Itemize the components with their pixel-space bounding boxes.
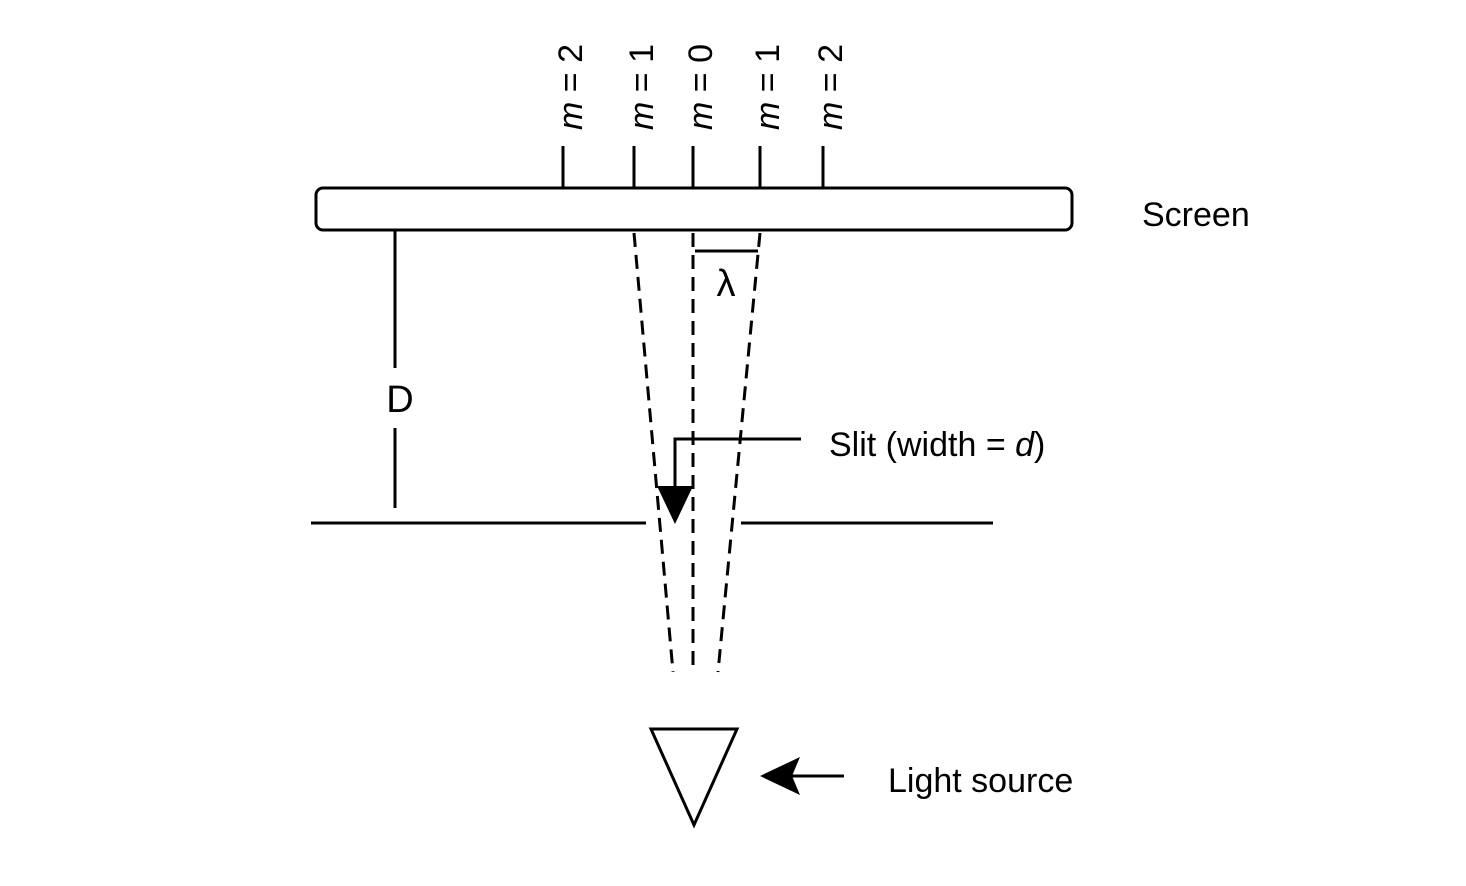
order-label-m1-left: m = 1 — [623, 44, 661, 130]
distance-label: D — [386, 379, 413, 421]
screen-bar — [314, 186, 1074, 232]
ray-left — [632, 232, 675, 673]
order-label-m2-left: m = 2 — [552, 44, 590, 130]
screen-label: Screen — [1142, 196, 1250, 234]
order-label-m0: m = 0 — [682, 44, 720, 130]
slit-pointer-arrowhead — [657, 486, 693, 524]
ray-right — [716, 232, 762, 673]
order-label-m2-right: m = 2 — [812, 44, 850, 130]
light-source-label: Light source — [888, 762, 1073, 800]
light-source-triangle-icon — [648, 727, 740, 829]
order-label-m1-right: m = 1 — [749, 44, 787, 130]
slit-pointer-line — [673, 437, 801, 492]
light-source-arrowhead — [760, 757, 800, 795]
wavelength-label: λ — [717, 263, 736, 305]
slit-label: Slit (width = d) — [829, 426, 1045, 464]
